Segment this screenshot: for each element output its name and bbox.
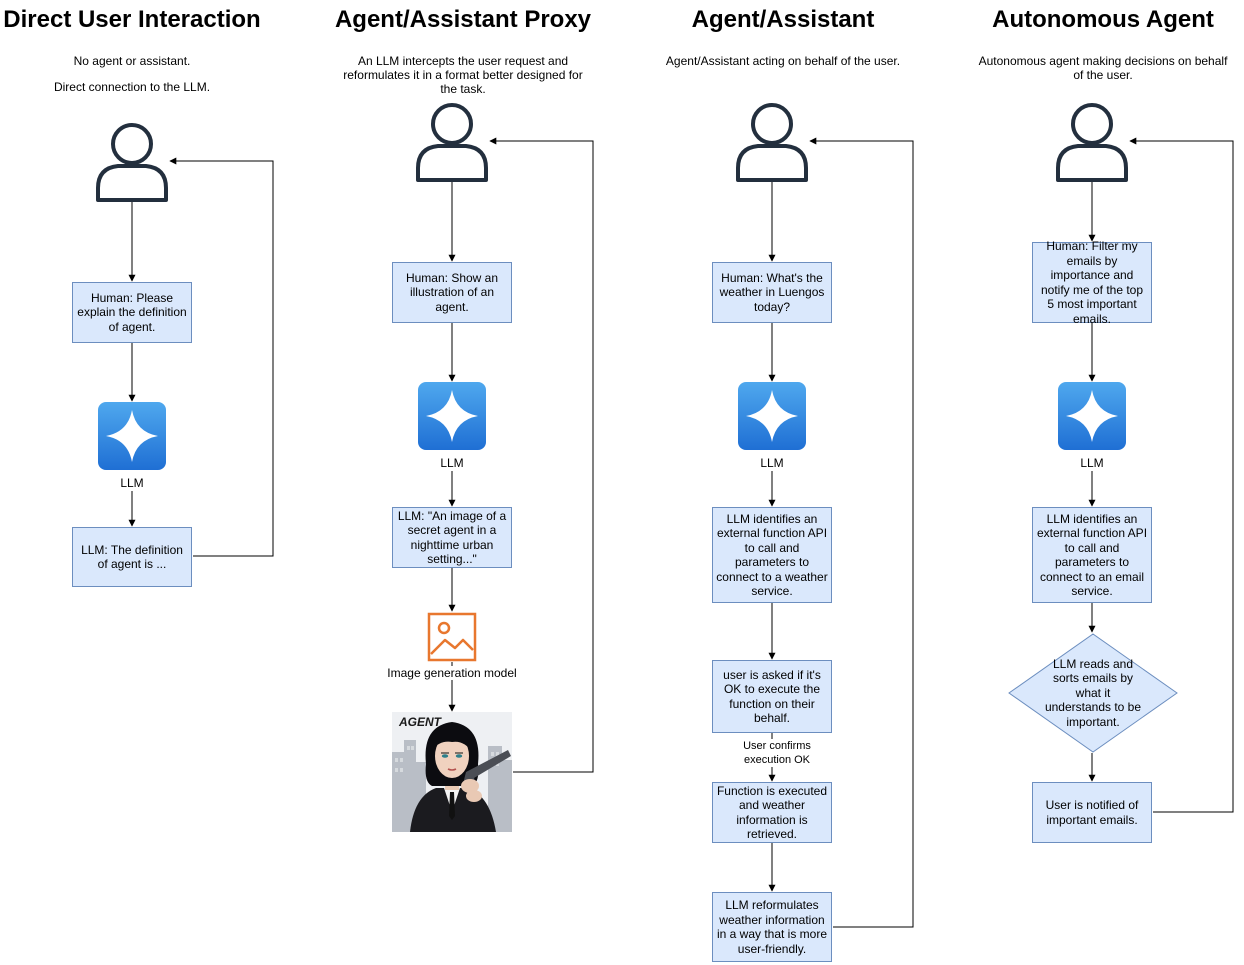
decision-diamond — [1008, 633, 1178, 753]
user-icon — [416, 103, 488, 182]
agent-illustration-art: AGENT — [392, 712, 512, 832]
llm-label: LLM — [1072, 456, 1112, 470]
human-prompt-box: Human: What's the weather in Luengos tod… — [712, 262, 832, 323]
llm-sparkle-icon — [418, 382, 486, 450]
column-title-proxy: Agent/Assistant Proxy — [334, 6, 592, 33]
column-description: An LLM intercepts the user request and r… — [343, 54, 583, 96]
user-icon — [736, 103, 808, 182]
column-title-direct: Direct User Interaction — [3, 6, 261, 33]
function-identify-box: LLM identifies an external function API … — [712, 507, 832, 603]
decision-text: LLM reads and sorts emails by what it un… — [1044, 656, 1142, 729]
agent-illustration: AGENT — [392, 712, 512, 832]
llm-sparkle-icon — [738, 382, 806, 450]
column-description: Autonomous agent making decisions on beh… — [978, 54, 1228, 82]
function-identify-box: LLM identifies an external function API … — [1032, 507, 1152, 603]
human-prompt-box: Human: Show an illustration of an agent. — [392, 262, 512, 323]
llm-label: LLM — [752, 456, 792, 470]
user-permission-box: user is asked if it's OK to execute the … — [712, 660, 832, 733]
notify-box: User is notified of important emails. — [1032, 782, 1152, 843]
image-icon — [427, 612, 477, 662]
column-description: Agent/Assistant acting on behalf of the … — [665, 54, 901, 68]
llm-sparkle-icon — [98, 402, 166, 470]
reformulated-prompt-box: LLM: "An image of a secret agent in a ni… — [392, 507, 512, 568]
llm-label: LLM — [432, 456, 472, 470]
column-title-autonomous: Autonomous Agent — [992, 6, 1214, 33]
user-icon — [1056, 103, 1128, 182]
user-confirms-label: User confirms execution OK — [732, 739, 822, 767]
agent-image-caption: AGENT — [398, 715, 443, 729]
column-description: No agent or assistant. — [73, 54, 191, 68]
llm-label: LLM — [112, 476, 152, 490]
function-executed-box: Function is executed and weather informa… — [712, 782, 832, 843]
reformulate-box: LLM reformulates weather information in … — [712, 892, 832, 962]
llm-response-box: LLM: The definition of agent is ... — [72, 527, 192, 587]
user-icon — [96, 123, 168, 202]
column-title-agent: Agent/Assistant — [691, 6, 875, 33]
human-prompt-box: Human: Filter my emails by importance an… — [1032, 239, 1152, 326]
column-description: Direct connection to the LLM. — [53, 80, 211, 94]
llm-sparkle-icon — [1058, 382, 1126, 450]
image-model-label: Image generation model — [382, 666, 522, 680]
human-prompt-box: Human: Please explain the definition of … — [72, 282, 192, 343]
